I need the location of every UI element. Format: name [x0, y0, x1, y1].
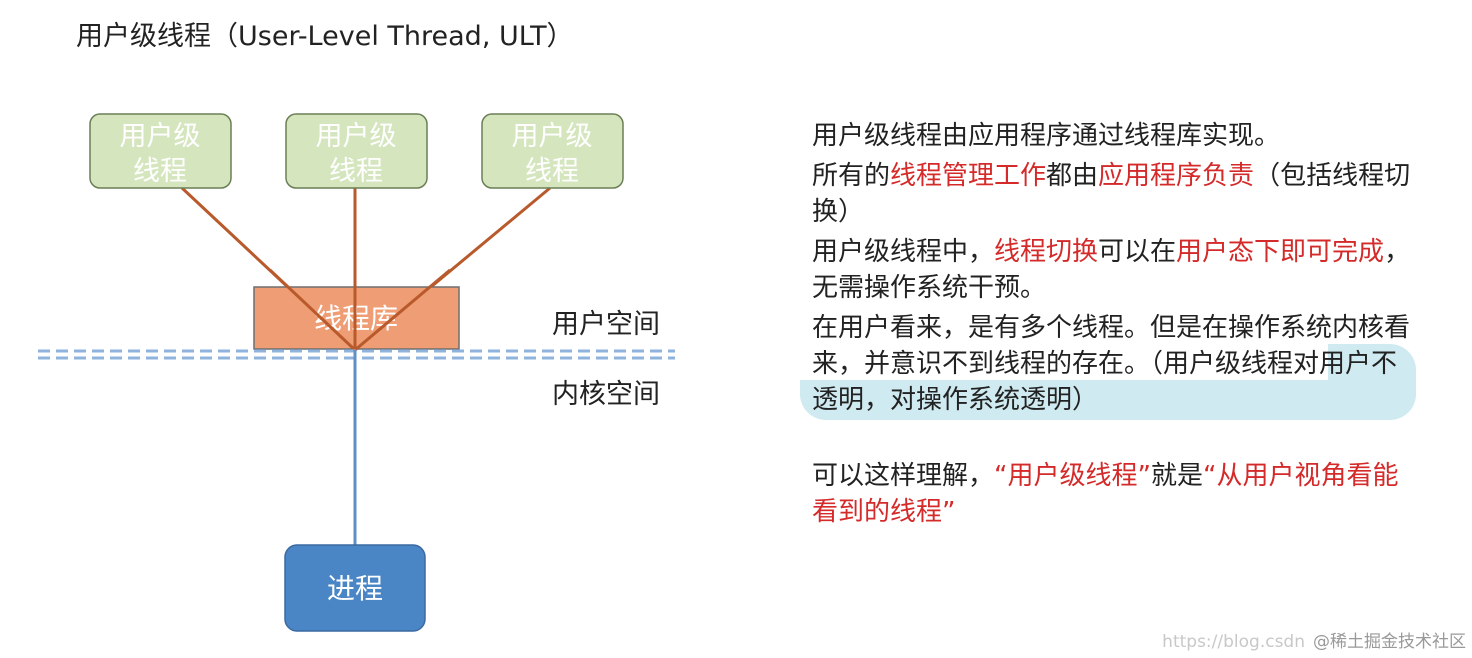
- thread-box-3-label-2: 线程: [525, 156, 579, 187]
- process-box: [284, 544, 426, 632]
- thread-box-2: [285, 113, 428, 189]
- desc-paragraph-3: 用户级线程中，线程切换可以在用户态下即可完成，无需操作系统干预。: [812, 234, 1412, 306]
- watermark-text: @稀土掘金技术社区: [1313, 632, 1466, 652]
- thread-box-1-label-1: 用户级: [120, 121, 201, 152]
- desc-p3-text-c: ，无需操作系统干预。: [812, 237, 1411, 303]
- thread-box-3: [481, 113, 624, 189]
- thread-box-3-label-1: 用户级: [512, 121, 593, 152]
- desc-p3-highlight-2: 用户态下即可完成: [1176, 237, 1385, 267]
- desc-p2-highlight-2: 应用程序负责: [1098, 161, 1255, 191]
- desc-p5-text-a: 可以这样理解，: [812, 461, 995, 491]
- desc-p5-highlight-2: “从用户视角看能看到的线程”: [812, 461, 1399, 527]
- connector-thread-3-over: [354, 268, 451, 352]
- thread-box-2-label-2: 线程: [329, 156, 383, 187]
- desc-p3-highlight-1: 线程切换: [994, 237, 1099, 267]
- connector-thread-1-over: [268, 268, 357, 352]
- kernel-space-label: 内核空间: [552, 379, 660, 410]
- desc-p2-highlight-1: 线程管理工作: [890, 161, 1047, 191]
- watermark: https://blog.csdn @稀土掘金技术社区: [1162, 627, 1466, 652]
- desc-p5-text-b: 就是: [1150, 461, 1203, 491]
- highlight-band-mask: [800, 344, 1328, 380]
- desc-p3-text-a: 用户级线程中，: [812, 237, 995, 267]
- desc-p3-text-b: 可以在: [1098, 237, 1177, 267]
- desc-p2-text-b: 都由: [1046, 161, 1099, 191]
- desc-p2-text-a: 所有的: [812, 161, 891, 191]
- ult-diagram: 线程库 用户级 线程 用户级 线程 用户级 线程 进程: [38, 113, 675, 632]
- thread-box-1: [89, 113, 232, 189]
- desc-p2-text-c: （包括线程切换）: [812, 161, 1411, 227]
- description-panel: 用户级线程由应用程序通过线程库实现。 所有的线程管理工作都由应用程序负责（包括线…: [812, 118, 1412, 534]
- user-space-label: 用户空间: [552, 309, 660, 340]
- desc-paragraph-2: 所有的线程管理工作都由应用程序负责（包括线程切换）: [812, 158, 1412, 230]
- thread-box-2-label-1: 用户级: [316, 121, 397, 152]
- process-label: 进程: [327, 572, 383, 605]
- desc-paragraph-1: 用户级线程由应用程序通过线程库实现。: [812, 121, 1281, 151]
- desc-p5-highlight-1: “用户级线程”: [994, 461, 1151, 491]
- desc-paragraph-5: 可以这样理解，“用户级线程”就是“从用户视角看能看到的线程”: [812, 458, 1412, 530]
- watermark-url: https://blog.csdn: [1162, 632, 1305, 652]
- desc-paragraph-4: 在用户看来，是有多个线程。但是在操作系统内核看来，并意识不到线程的存在。（用户级…: [812, 313, 1411, 415]
- page-title: 用户级线程（User-Level Thread, ULT）: [76, 21, 574, 52]
- thread-box-1-label-2: 线程: [133, 156, 187, 187]
